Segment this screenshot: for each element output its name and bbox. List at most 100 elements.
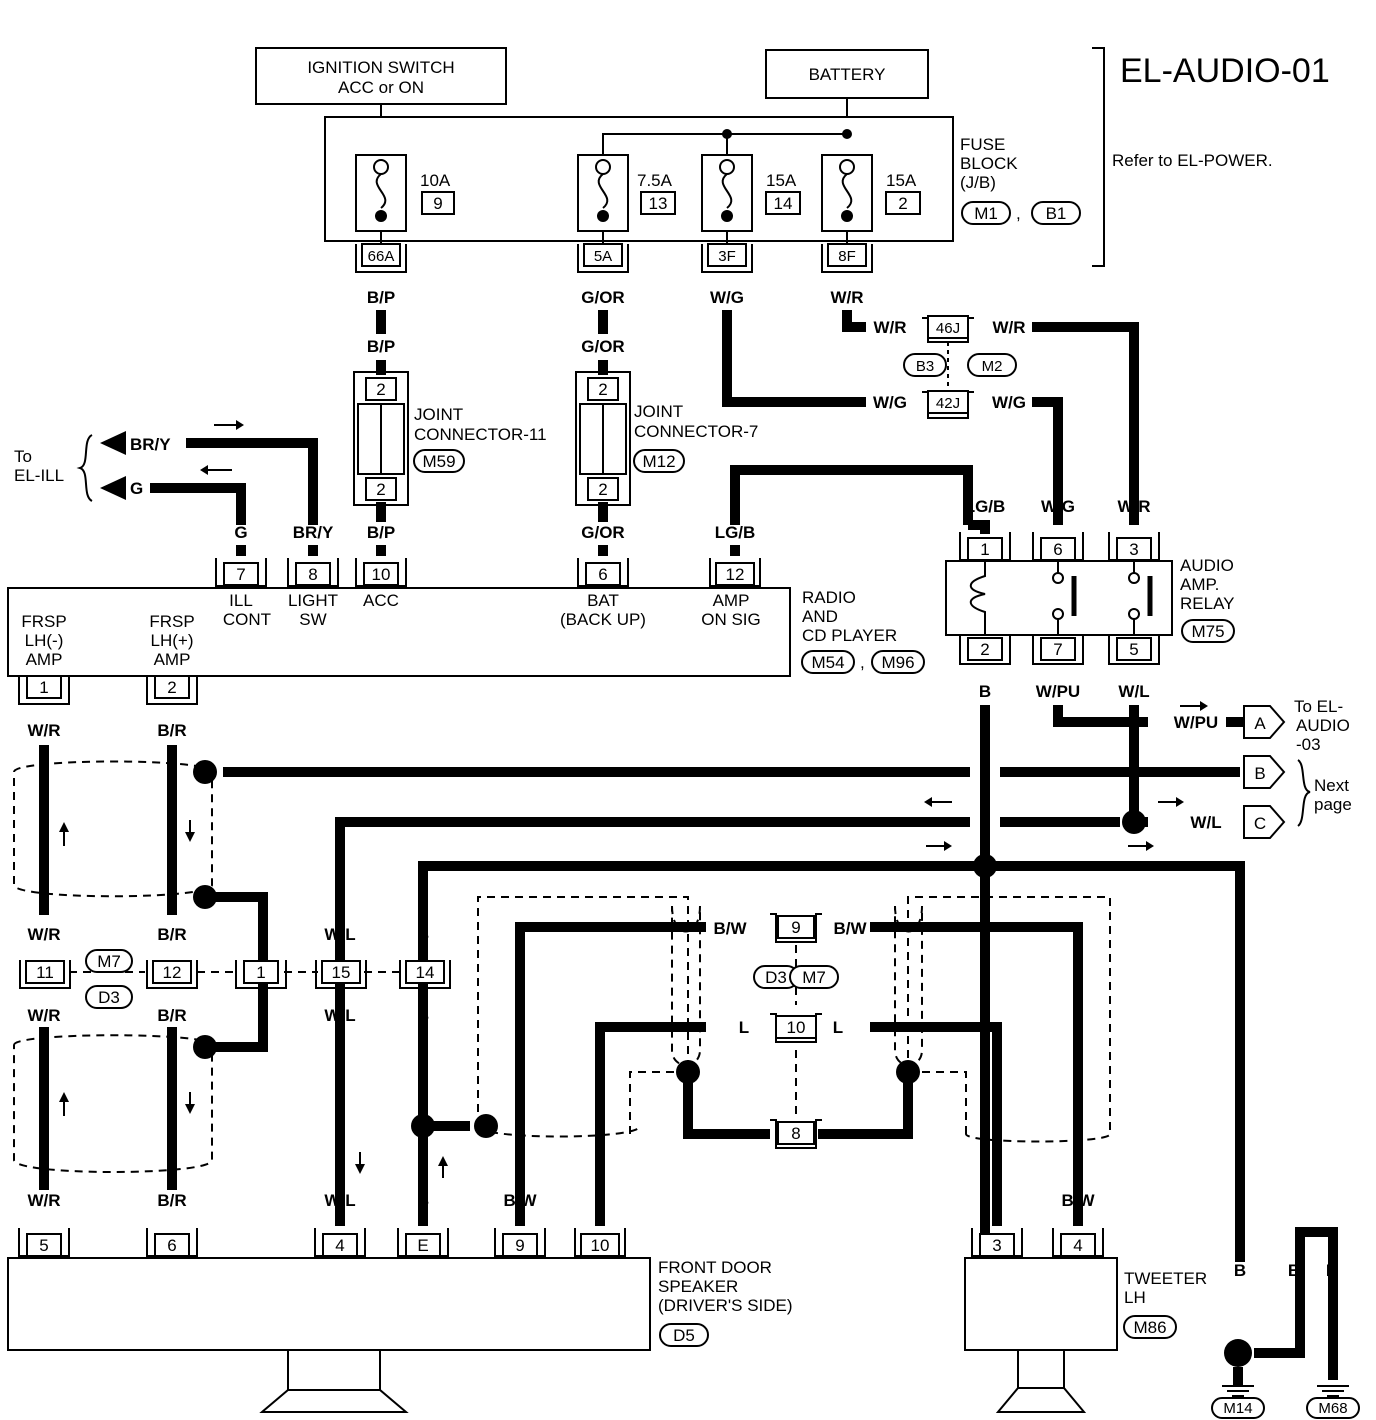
fuse-4-amp: 15A: [886, 171, 917, 190]
fuse-block-label-1: FUSE: [960, 135, 1005, 154]
harness-pin-15: 15: [315, 960, 367, 989]
wire-label-wr-5: W/R: [27, 721, 60, 740]
wire-label-bry-1: BR/Y: [130, 435, 171, 454]
wire-label-wr-7: W/R: [27, 1006, 60, 1025]
to-el-ill-2: EL-ILL: [14, 466, 64, 485]
wire-label-br-2: B/R: [157, 925, 186, 944]
radio-frsp-p-3: AMP: [154, 650, 191, 669]
svg-text:10: 10: [372, 565, 391, 584]
svg-text:4: 4: [1073, 1236, 1082, 1255]
wire-label-bp-1: B/P: [367, 288, 395, 307]
ignition-label-2: ACC or ON: [338, 78, 424, 97]
fuse-1-num: 9: [433, 194, 442, 213]
fuse-3: [701, 154, 753, 245]
diagram-title: EL-AUDIO-01: [1120, 52, 1330, 90]
speaker-label-3: (DRIVER'S SIDE): [658, 1296, 793, 1315]
relay-pin-7: 7: [1032, 636, 1084, 665]
radio-frsp-p-2: LH(+): [151, 631, 194, 650]
wire-label-gor-2: G/OR: [581, 337, 624, 356]
svg-text:1: 1: [39, 678, 48, 697]
radio-acc: ACC: [363, 591, 399, 610]
tweeter-label-1: TWEETER: [1124, 1269, 1207, 1288]
wires-upper: [150, 310, 1139, 525]
radio-pin-2: 2: [146, 675, 198, 705]
ground-m14: M14: [1211, 1367, 1265, 1419]
relay-pin-6: 6: [1032, 532, 1084, 561]
svg-text:9: 9: [791, 918, 800, 937]
wire-label-b-7: B: [1326, 1261, 1338, 1280]
wire-label-br-3: B/R: [157, 1006, 186, 1025]
svg-text:12: 12: [726, 565, 745, 584]
radio-pin-12: 12: [709, 558, 761, 587]
svg-text:2: 2: [598, 480, 607, 499]
splice-3: [193, 1035, 217, 1059]
radio-frsp-m-3: AMP: [26, 650, 63, 669]
harness-conn-m7-right: M7: [802, 968, 826, 987]
harness-pin-10: 10: [770, 1013, 822, 1043]
tweeter-pin-4: 4: [1052, 1228, 1104, 1257]
wire-label-bw-1: B/W: [713, 919, 747, 938]
inline-conn-b3: B3: [916, 358, 934, 375]
splice-1: [193, 760, 217, 784]
wire-label-bp-2: B/P: [367, 337, 395, 356]
splice-8: [676, 1060, 700, 1084]
svg-text:6: 6: [167, 1236, 176, 1255]
svg-text:10: 10: [787, 1018, 806, 1037]
radio-cd-player: ILL CONT LIGHT SW ACC BAT (BACK UP) AMP …: [7, 587, 791, 677]
wire-label-bp-3: B/P: [367, 523, 395, 542]
battery-label: BATTERY: [809, 65, 886, 84]
wire-label-b-2: B: [417, 925, 429, 944]
offpage-a-text-1: To EL-: [1294, 697, 1343, 716]
battery: BATTERY: [765, 49, 929, 99]
next-page-1: Next: [1314, 776, 1349, 795]
radio-conn-1: M54: [811, 653, 844, 672]
wire-label-bw-3: B/W: [503, 1191, 537, 1210]
svg-text:42J: 42J: [936, 395, 960, 412]
wire-label-wr-2: W/R: [873, 318, 906, 337]
speaker-pin-10: 10: [574, 1228, 626, 1257]
inline-connector-46j: 46J: [922, 315, 974, 343]
splice-4: [1122, 810, 1146, 834]
ground-m68-label: M68: [1318, 1400, 1347, 1417]
harness-conn-m7-left: M7: [97, 952, 121, 971]
radio-ill-cont-1: ILL: [229, 591, 253, 610]
radio-label-1: RADIO: [802, 588, 856, 607]
radio-frsp-p-1: FRSP: [149, 612, 194, 631]
wire-label-bw-4: B/W: [1061, 1191, 1095, 1210]
wire-label-wpu-1: W/PU: [1036, 682, 1080, 701]
splice-2: [193, 885, 217, 909]
wire-label-l-3: L: [595, 1191, 605, 1210]
wire-label-b-6: B: [1288, 1261, 1300, 1280]
joint11-label-1: JOINT: [414, 405, 463, 424]
svg-text:46J: 46J: [936, 320, 960, 337]
wire-label-wr-4: W/R: [1117, 497, 1150, 516]
svg-text:2: 2: [980, 640, 989, 659]
offpage-c: C: [1243, 805, 1286, 839]
svg-text:12: 12: [163, 963, 182, 982]
svg-text:8: 8: [308, 565, 317, 584]
relay-conn: M75: [1191, 622, 1224, 641]
harness-pin-12: 12: [146, 960, 198, 989]
svg-text:3: 3: [992, 1236, 1001, 1255]
svg-text:4: 4: [335, 1236, 344, 1255]
radio-frsp-m-1: FRSP: [21, 612, 66, 631]
fuse-block-label-3: (J/B): [960, 173, 996, 192]
tweeter-conn: M86: [1133, 1318, 1166, 1337]
harness-conn-d3-left: D3: [98, 988, 120, 1007]
speaker-label-1: FRONT DOOR: [658, 1258, 772, 1277]
radio-pin-6: 6: [577, 558, 629, 587]
refer-note: Refer to EL-POWER.: [1112, 151, 1273, 170]
harness-pin-11: 11: [19, 960, 71, 989]
next-page-2: page: [1314, 795, 1352, 814]
wire-label-lgb-2: LG/B: [965, 497, 1006, 516]
fuse-3-num: 14: [774, 194, 793, 213]
radio-amp-on-2: ON SIG: [701, 610, 761, 629]
wire-label-bry-2: BR/Y: [293, 523, 334, 542]
speaker-pin-5: 5: [18, 1228, 70, 1257]
wire-label-wl-1: W/L: [1118, 682, 1149, 701]
harness-pin-9: 9: [770, 913, 822, 943]
fuse-3-amp: 15A: [766, 171, 797, 190]
radio-bat-2: (BACK UP): [560, 610, 646, 629]
splice-5: [973, 854, 997, 878]
